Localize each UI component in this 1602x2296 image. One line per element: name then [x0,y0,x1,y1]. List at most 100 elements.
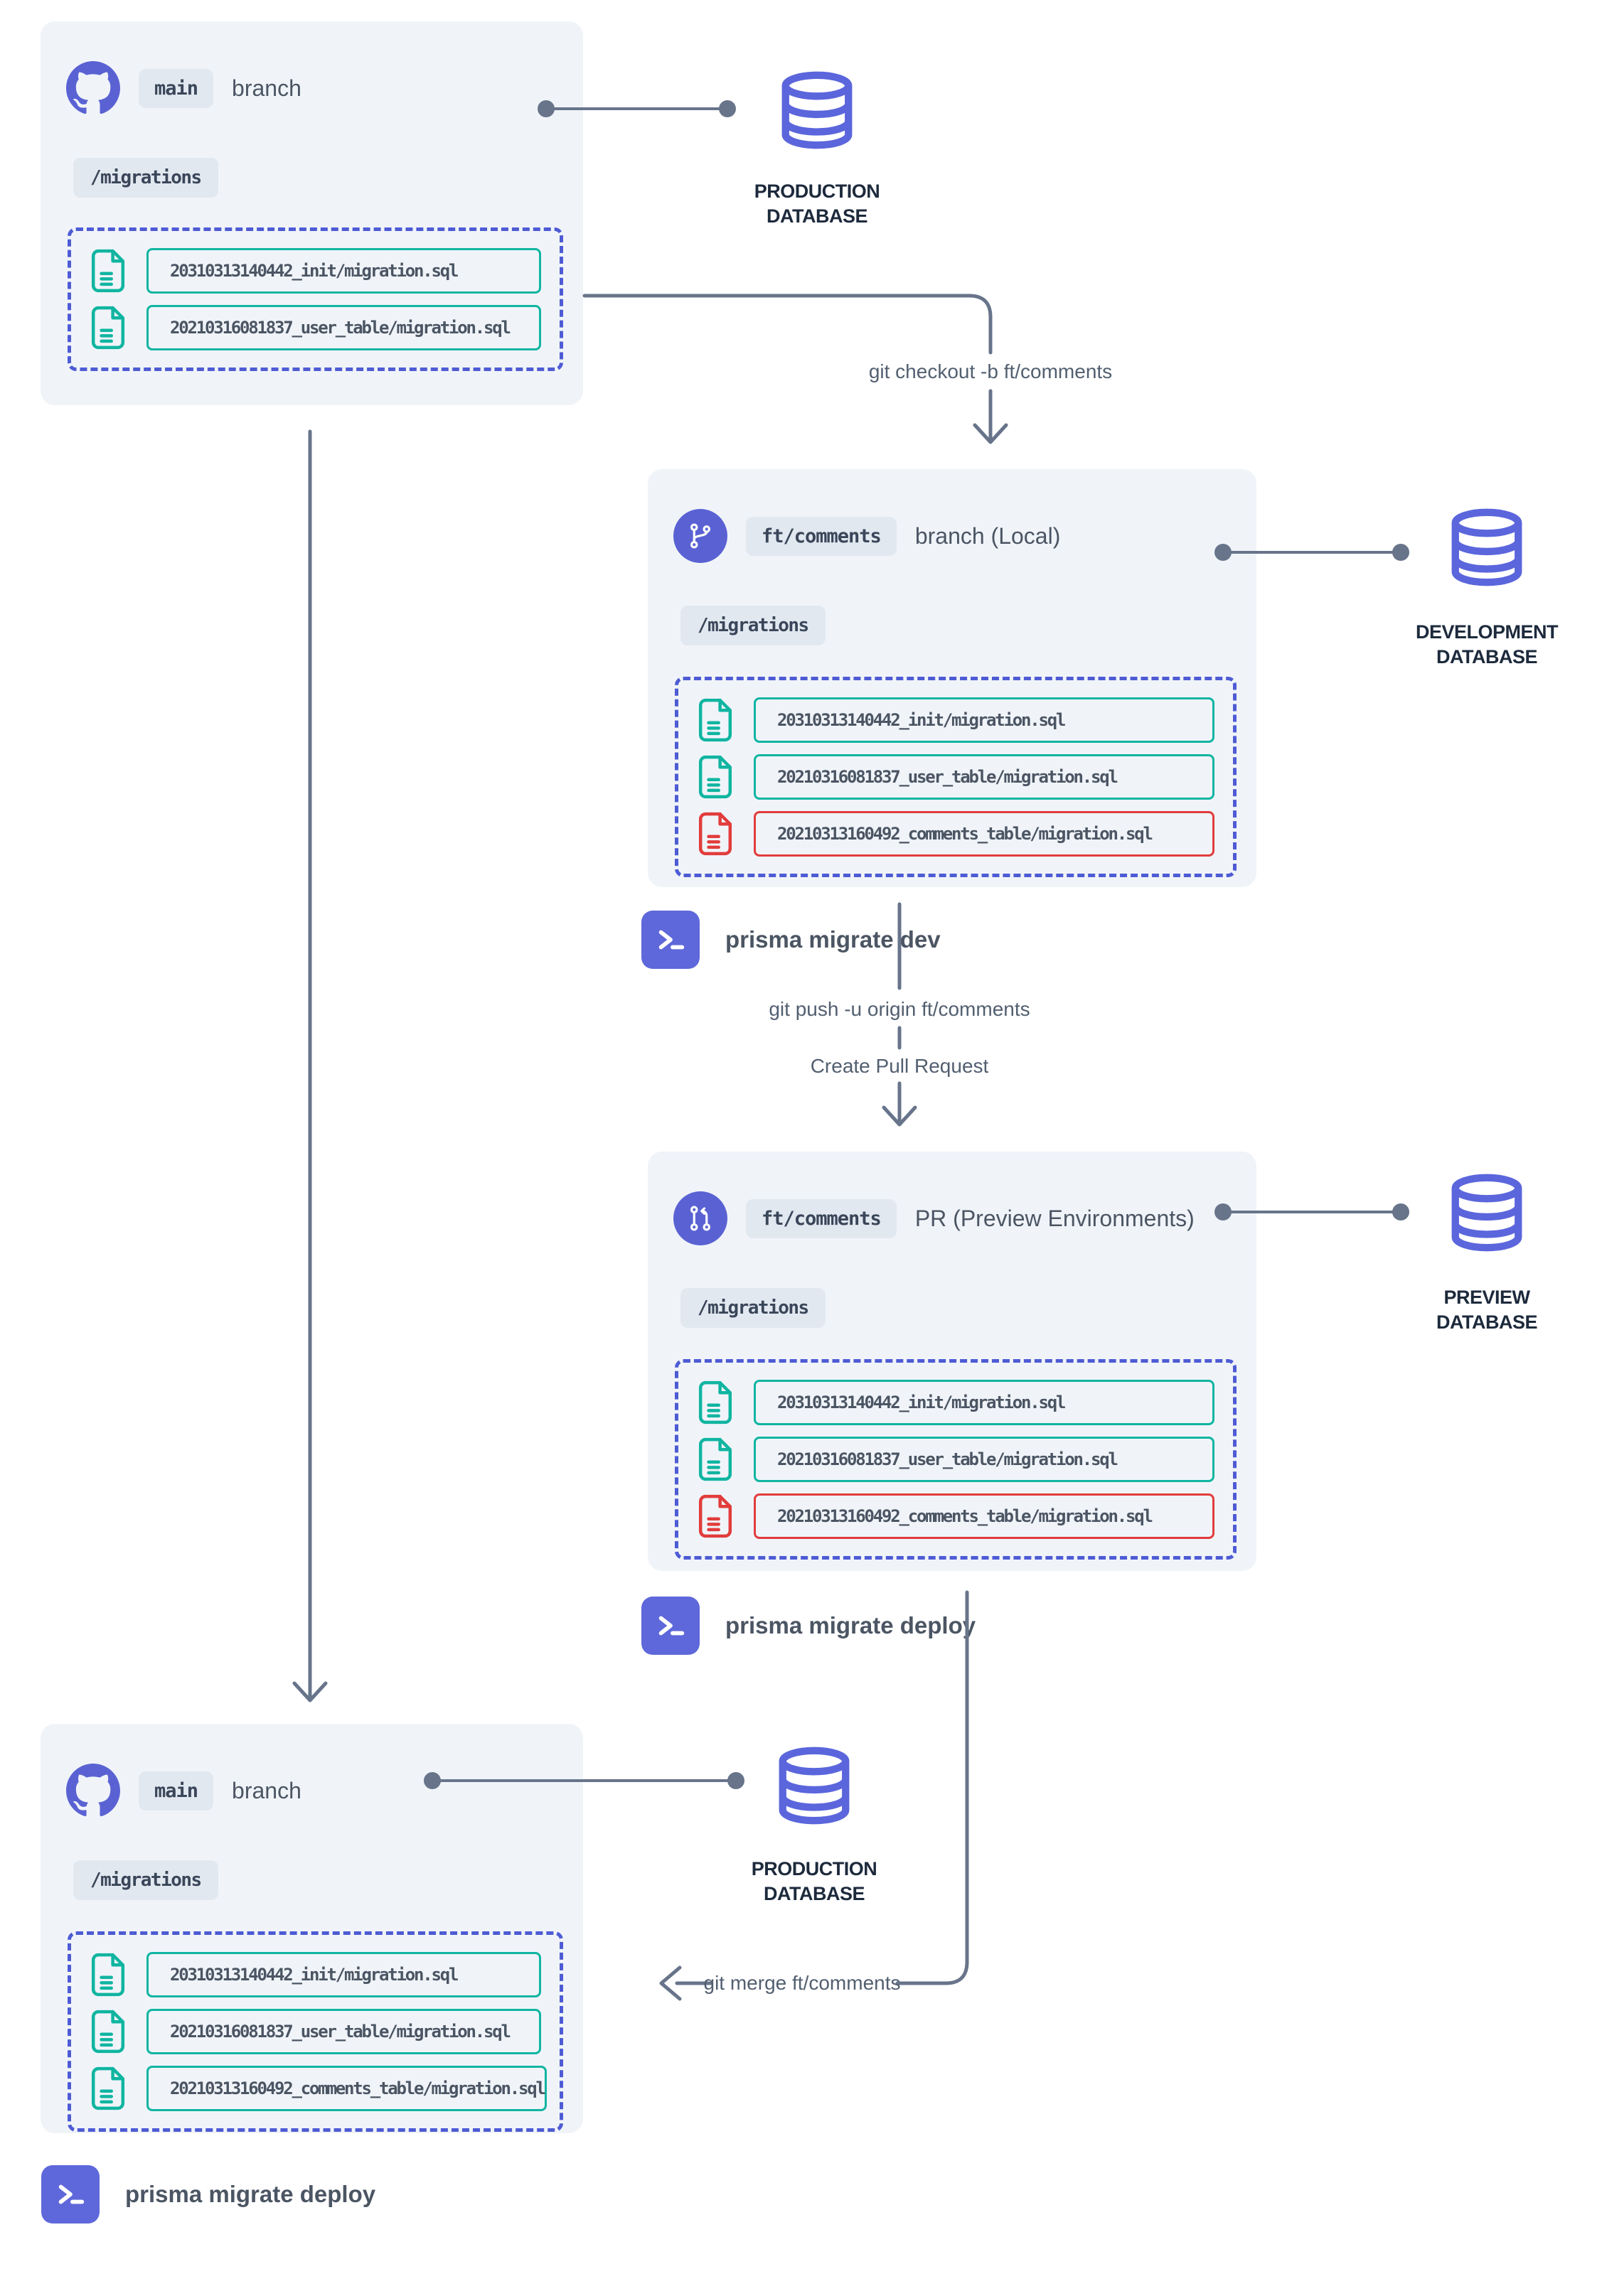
migration-file-name: 20310313140442_init/migration.sql [777,710,1066,730]
branch-card-header: main branch [66,1764,301,1818]
migration-file-name: 20210313160492_comments_table/migration.… [777,824,1153,844]
migration-file-name-box: 20210316081837_user_table/migration.sql [146,305,541,350]
branch-card-header: main branch [66,61,301,115]
migration-file-name: 20210316081837_user_table/migration.sql [777,767,1118,787]
sql-file-icon [91,2010,125,2054]
command-label: prisma migrate dev [725,926,941,953]
migrations-file-list: 20310313140442_init/migration.sql 202103… [68,1931,563,2132]
migration-file-name-box: 20210316081837_user_table/migration.sql [146,2009,541,2054]
migrations-folder-badge: /migrations [73,158,218,198]
arrowhead-down-icon [882,1105,917,1127]
git-branch-icon [673,509,727,563]
migrations-file-list: 20310313140442_init/migration.sql 202103… [68,227,563,371]
sql-file-icon [91,2066,125,2110]
git-pull-request-icon [673,1191,727,1245]
database-icon [1445,498,1529,597]
migration-file-row-new: 20210313160492_comments_table/migration.… [697,1493,1214,1539]
migration-file-name-box: 20310313140442_init/migration.sql [146,248,541,294]
branch-card-title: branch (Local) [914,522,1061,549]
branch-card-ft-comments-local: ft/comments branch (Local) /migrations 2… [648,469,1256,887]
migration-file-name: 20210316081837_user_table/migration.sql [170,2022,511,2042]
migration-file-row-new: 20210313160492_comments_table/migration.… [697,811,1214,857]
migration-file-row: 20210316081837_user_table/migration.sql [697,1437,1214,1482]
database-icon [1445,1163,1529,1262]
branch-card-main-top: main branch /migrations 20310313140442_i… [41,21,583,405]
migrations-folder-badge: /migrations [680,606,826,645]
branch-name-badge: ft/comments [746,516,897,556]
migrations-folder-badge: /migrations [680,1288,826,1328]
branch-name-badge: ft/comments [746,1198,897,1238]
terminal-icon [641,911,700,969]
arrow-label-git-push: git push -u origin ft/comments [769,998,1030,1020]
migration-file-name: 20310313140442_init/migration.sql [170,261,459,281]
migration-file-name-box: 20210313160492_comments_table/migration.… [754,811,1214,857]
branch-card-title: branch [232,1777,301,1803]
arrowhead-down-icon [292,1681,328,1702]
migration-file-row: 20210316081837_user_table/migration.sql [697,754,1214,800]
migration-file-name-box: 20310313140442_init/migration.sql [754,1380,1214,1425]
arrow-label-git-checkout: git checkout -b ft/comments [868,360,1113,382]
command-prisma-migrate-deploy: prisma migrate deploy [641,1597,976,1655]
sql-file-icon [698,698,732,742]
connector-dot [1392,1203,1409,1221]
sql-file-icon [91,249,125,293]
sql-file-icon [698,1437,732,1481]
arrow-git-checkout [582,294,993,355]
branch-card-title: branch [232,75,301,101]
migration-file-row: 20310313140442_init/migration.sql [697,1380,1214,1425]
migration-file-name-box: 20210313160492_comments_table/migration.… [754,1493,1214,1539]
github-icon [66,61,120,115]
branch-card-title: PR (Preview Environments) [914,1205,1195,1231]
connector-dot [1392,544,1409,561]
branch-name-badge: main [139,1771,214,1810]
migration-file-row: 20210316081837_user_table/migration.sql [90,305,541,350]
sql-file-icon [698,755,732,799]
arrowhead-down-icon [973,423,1008,444]
migration-file-name: 20310313140442_init/migration.sql [170,1965,459,1985]
command-label: prisma migrate deploy [725,1612,976,1638]
migration-file-name: 20210313160492_comments_table/migration.… [777,1506,1153,1526]
migration-file-row: 20210313160492_comments_table/migration.… [90,2066,547,2111]
connector-dot [727,1772,744,1789]
sql-file-icon [91,1953,125,1997]
database-label: PRODUCTION DATABASE [751,1858,877,1905]
migration-file-name-box: 20310313140442_init/migration.sql [146,1952,541,1997]
branch-card-main-bottom: main branch /migrations 20310313140442_i… [41,1724,583,2133]
branch-card-header: ft/comments branch (Local) [673,509,1060,563]
migration-file-name: 20210316081837_user_table/migration.sql [777,1449,1118,1469]
migration-file-name-box: 20210316081837_user_table/migration.sql [754,754,1214,800]
arrow-label-git-merge: git merge ft/comments [703,1972,901,1994]
connector-dot [719,100,736,117]
migration-file-row: 20310313140442_init/migration.sql [697,697,1214,743]
database-label: PRODUCTION DATABASE [754,181,880,227]
terminal-icon [41,2165,100,2223]
command-label: prisma migrate deploy [125,2181,376,2207]
branch-name-badge: main [139,68,214,108]
sql-file-icon [698,1380,732,1425]
sql-file-icon [91,306,125,350]
command-prisma-migrate-deploy-bottom: prisma migrate deploy [41,2165,375,2223]
migrations-folder-badge: /migrations [73,1860,218,1900]
migrations-file-list: 20310313140442_init/migration.sql 202103… [675,677,1237,877]
migration-file-name: 20210313160492_comments_table/migration.… [170,2078,546,2098]
github-icon [66,1764,120,1818]
migration-file-name-box: 20210313160492_comments_table/migration.… [146,2066,547,2111]
migration-file-row: 20210316081837_user_table/migration.sql [90,2009,541,2054]
database-icon [772,1736,856,1835]
migration-file-name: 20310313140442_init/migration.sql [777,1393,1066,1412]
migration-file-name-box: 20210316081837_user_table/migration.sql [754,1437,1214,1482]
arrowhead-left-icon [659,1965,682,2001]
database-icon [775,60,859,160]
terminal-icon [641,1597,700,1655]
sql-file-icon [698,1494,732,1538]
arrow-label-create-pull-request: Create Pull Request [810,1055,989,1077]
database-label: DEVELOPMENT DATABASE [1415,621,1559,668]
command-prisma-migrate-dev: prisma migrate dev [641,911,941,969]
migration-file-row: 20310313140442_init/migration.sql [90,1952,541,1997]
sql-file-icon [698,812,732,856]
migration-file-name: 20210316081837_user_table/migration.sql [170,318,511,338]
database-label: PREVIEW DATABASE [1436,1287,1538,1334]
migration-file-row: 20310313140442_init/migration.sql [90,248,541,294]
branch-card-ft-comments-pr: ft/comments PR (Preview Environments) /m… [648,1152,1256,1571]
